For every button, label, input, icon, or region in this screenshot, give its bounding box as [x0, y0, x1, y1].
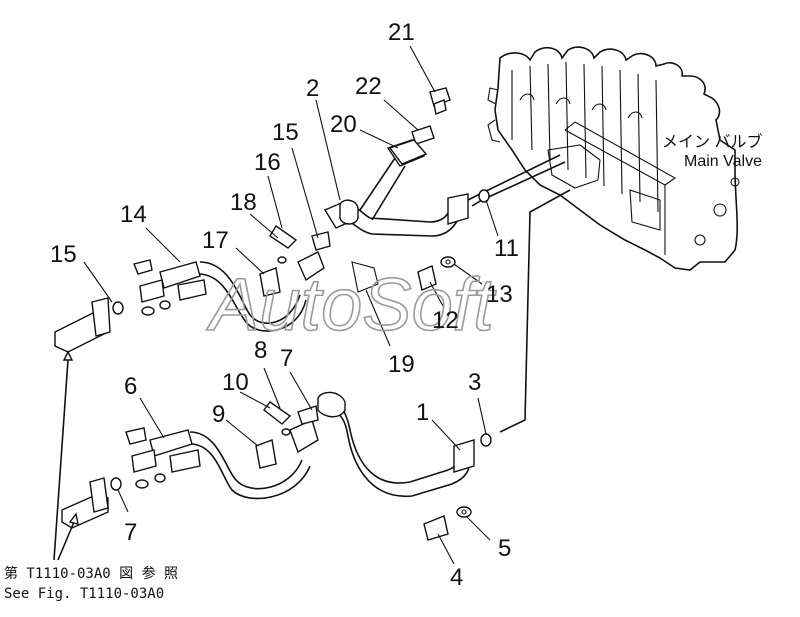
reference-arrows — [53, 350, 79, 561]
reference-caption-en: See Fig. T1110-03A0 — [4, 586, 164, 602]
callout-15a: 15 — [272, 119, 299, 146]
callout-3: 3 — [468, 369, 481, 396]
callout-4: 4 — [450, 564, 463, 591]
tube-upper-to-valve — [467, 154, 561, 201]
hose-assembly-14 — [133, 224, 331, 332]
callout-14: 14 — [120, 201, 147, 228]
callout-20: 20 — [330, 111, 357, 138]
callout-11: 11 — [494, 235, 519, 262]
main-valve-label-en: Main Valve — [684, 153, 762, 170]
callout-10: 10 — [222, 369, 249, 396]
main-valve — [487, 46, 740, 271]
pipe-2 — [323, 139, 469, 293]
callout-2: 2 — [306, 75, 319, 102]
callout-12: 12 — [432, 307, 459, 334]
leader-lines — [83, 45, 499, 565]
callout-19: 19 — [388, 351, 415, 378]
callout-7b: 7 — [124, 519, 137, 546]
callout-7a: 7 — [280, 345, 293, 372]
tube-lower-to-valve — [499, 189, 571, 433]
callout-22: 22 — [355, 73, 382, 100]
callout-16: 16 — [254, 149, 281, 176]
callout-13: 13 — [486, 281, 513, 308]
callout-17: 17 — [202, 227, 229, 254]
hose-assembly-6 — [125, 401, 319, 500]
callout-9: 9 — [212, 401, 225, 428]
pipe-1 — [317, 391, 475, 497]
main-valve-label-jp: メイン バルブ — [662, 132, 762, 151]
callout-5: 5 — [498, 535, 511, 562]
left-fittings — [54, 297, 124, 529]
callout-1: 1 — [416, 399, 429, 426]
callout-6: 6 — [124, 373, 137, 400]
reference-caption-jp: 第 T1110-03A0 図 参 照 — [4, 565, 178, 582]
callout-8: 8 — [254, 337, 267, 364]
callout-18: 18 — [230, 189, 257, 216]
callout-21: 21 — [388, 19, 415, 46]
callouts: 21 22 2 20 15 16 18 14 17 15 11 13 12 19… — [50, 19, 519, 591]
callout-15b: 15 — [50, 241, 77, 268]
watermark: AutoSoft — [206, 263, 497, 346]
